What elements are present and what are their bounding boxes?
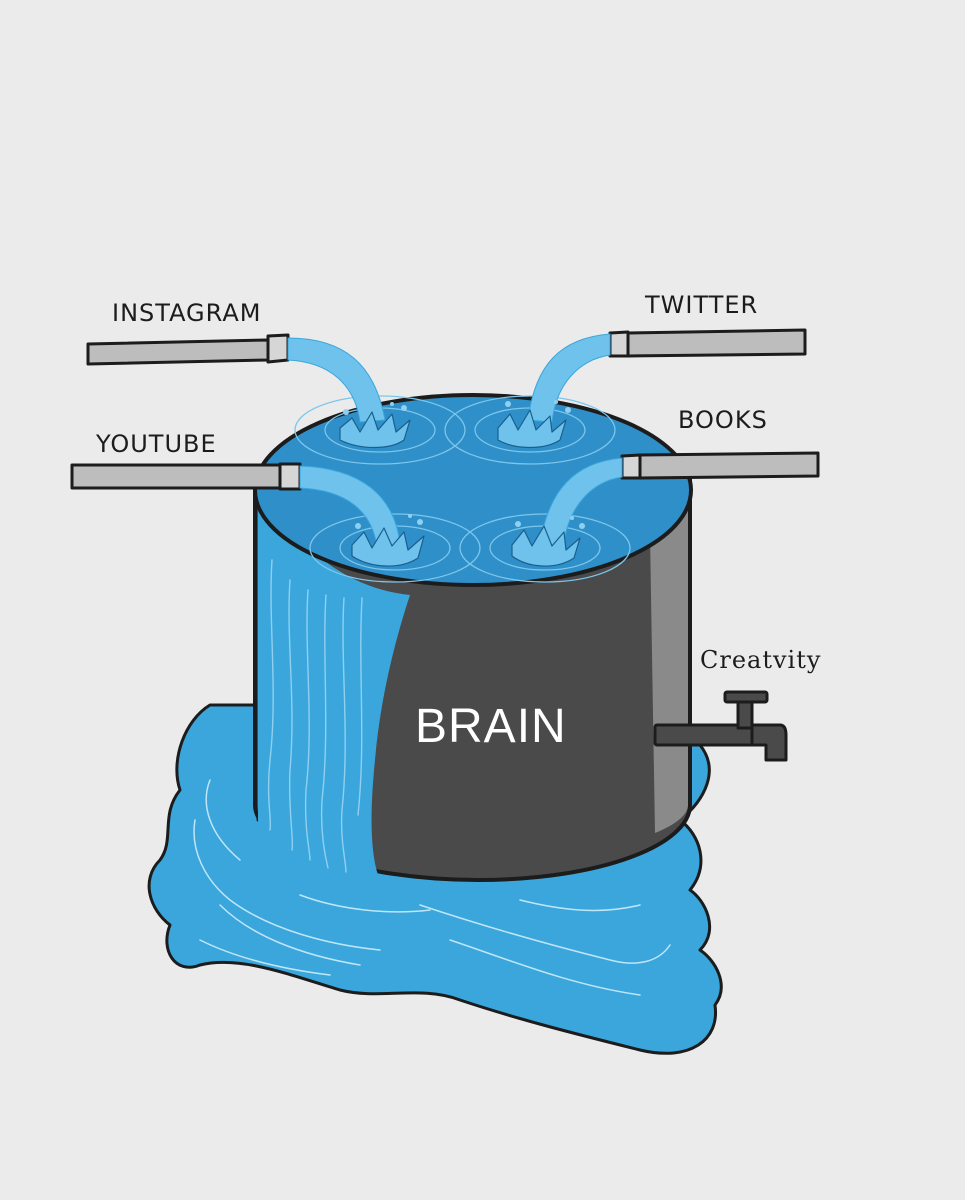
youtube-label: YOUTUBE <box>95 430 217 458</box>
brain-label: BRAIN <box>415 700 567 753</box>
splash-drops <box>343 400 585 529</box>
twitter-pipe <box>608 328 807 358</box>
youtube-pipe <box>70 462 302 491</box>
books-label: BOOKS <box>678 406 768 434</box>
overflow-waterfall <box>258 480 410 875</box>
tank-highlight <box>650 490 688 833</box>
instagram-pipe <box>86 333 290 366</box>
creativity-tap <box>653 690 788 762</box>
waterfall-streaks <box>267 559 363 873</box>
splashes <box>339 409 581 567</box>
instagram-label: INSTAGRAM <box>112 299 261 327</box>
twitter-label: TWITTER <box>644 291 758 319</box>
instagram-stream <box>287 337 386 423</box>
twitter-stream <box>527 333 611 423</box>
puddle-ripples <box>193 779 671 996</box>
creativity-label: Creatvity <box>700 646 821 674</box>
books-pipe <box>620 451 820 480</box>
